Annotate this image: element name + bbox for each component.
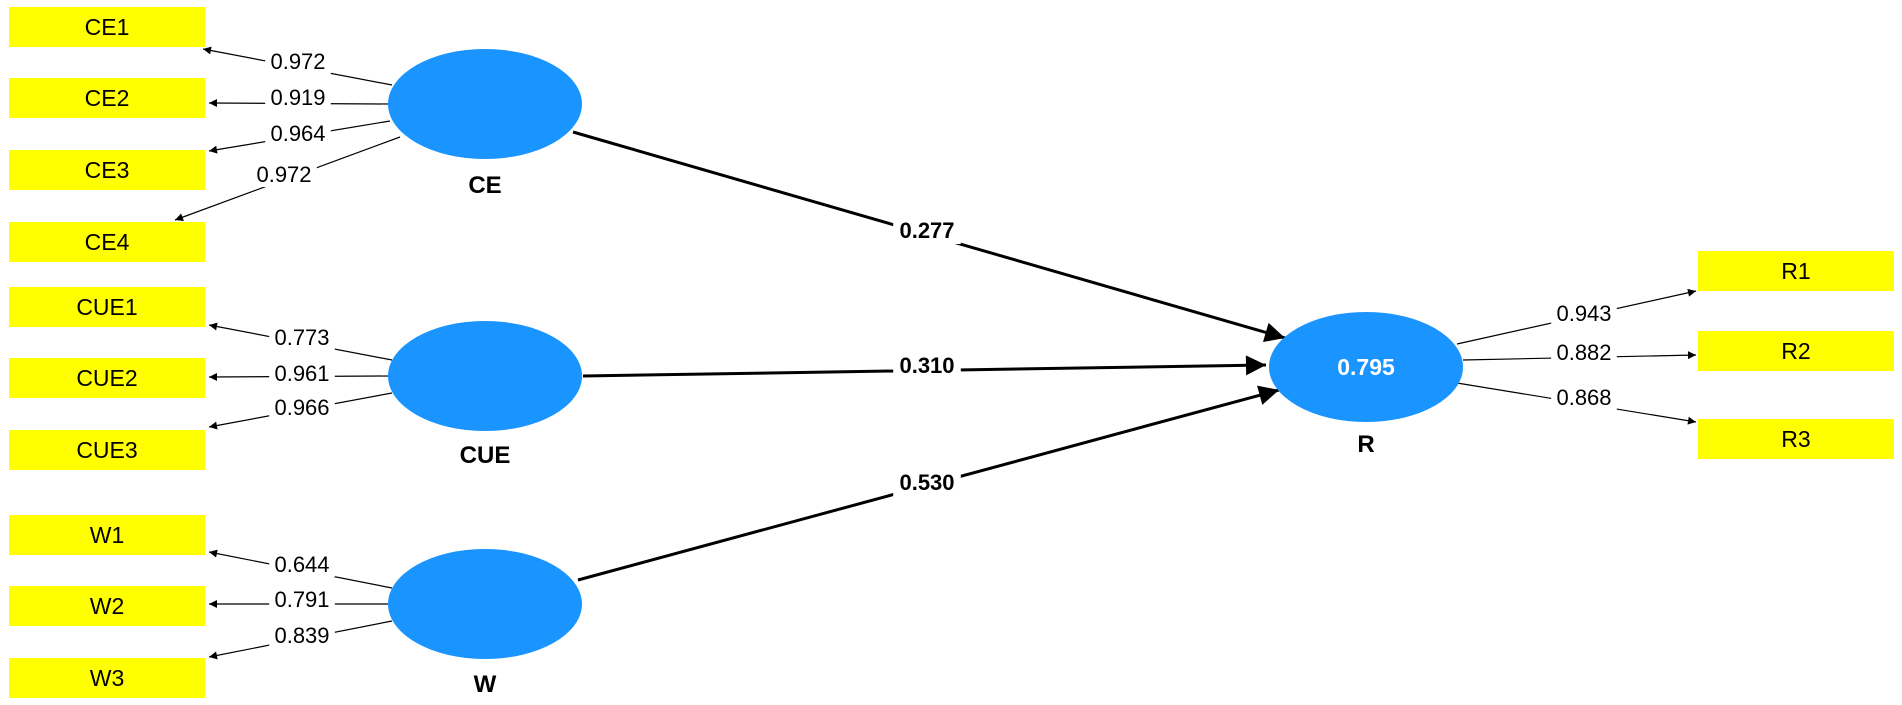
loading-value-w3: 0.839 <box>274 623 329 648</box>
indicator-box-cue3[interactable] <box>9 430 205 470</box>
indicator-label-cue2: CUE2 <box>76 365 137 391</box>
indicator-label-r3: R3 <box>1781 426 1810 452</box>
r-squared-value: 0.795 <box>1337 354 1395 380</box>
loading-label-bg <box>1551 387 1617 410</box>
loading-value-r3: 0.868 <box>1556 385 1611 410</box>
construct-name-r: R <box>1357 431 1374 458</box>
indicator-box-r3[interactable] <box>1698 419 1894 459</box>
indicator-box-ce3[interactable] <box>9 150 205 190</box>
path-coefficient-ce: 0.277 <box>899 218 954 243</box>
indicator-box-r1[interactable] <box>1698 251 1894 291</box>
indicator-box-ce4[interactable] <box>9 222 205 262</box>
path-label-bg <box>893 471 961 496</box>
indicator-label-ce1: CE1 <box>85 14 130 40</box>
loading-value-w1: 0.644 <box>274 552 329 577</box>
loading-value-cue1: 0.773 <box>274 325 329 350</box>
loading-label-bg <box>269 589 335 612</box>
loading-label-bg <box>269 327 335 350</box>
indicator-label-w2: W2 <box>90 593 125 619</box>
loading-label-bg <box>269 363 335 386</box>
indicator-label-ce3: CE3 <box>85 157 130 183</box>
loading-label-bg <box>265 87 331 110</box>
path-coefficient-w: 0.530 <box>899 470 954 495</box>
construct-name-ce: CE <box>468 172 501 199</box>
loading-label-bg <box>269 625 335 648</box>
loading-value-r2: 0.882 <box>1556 340 1611 365</box>
indicator-box-w2[interactable] <box>9 586 205 626</box>
loading-value-w2: 0.791 <box>274 587 329 612</box>
construct-r[interactable] <box>1269 312 1463 422</box>
indicator-box-ce2[interactable] <box>9 78 205 118</box>
construct-ce[interactable] <box>388 49 582 159</box>
indicator-box-cue2[interactable] <box>9 358 205 398</box>
loading-value-r1: 0.943 <box>1556 301 1611 326</box>
loading-value-cue3: 0.966 <box>274 395 329 420</box>
loading-label-bg <box>265 51 331 74</box>
loading-label-bg <box>251 164 317 187</box>
indicator-box-w1[interactable] <box>9 515 205 555</box>
path-coefficient-cue: 0.310 <box>899 353 954 378</box>
construct-cue[interactable] <box>388 321 582 431</box>
loading-label-bg <box>265 123 331 146</box>
loading-value-cue2: 0.961 <box>274 361 329 386</box>
loading-label-bg <box>269 397 335 420</box>
indicator-label-cue1: CUE1 <box>76 294 137 320</box>
indicator-label-r1: R1 <box>1781 258 1810 284</box>
loading-value-ce1: 0.972 <box>270 49 325 74</box>
indicator-label-w3: W3 <box>90 665 125 691</box>
construct-w[interactable] <box>388 549 582 659</box>
path-label-bg <box>893 354 961 379</box>
indicator-box-w3[interactable] <box>9 658 205 698</box>
indicator-label-r2: R2 <box>1781 338 1810 364</box>
indicator-label-ce2: CE2 <box>85 85 130 111</box>
path-label-bg <box>893 219 961 244</box>
indicator-box-ce1[interactable] <box>9 7 205 47</box>
indicator-label-cue3: CUE3 <box>76 437 137 463</box>
indicator-label-w1: W1 <box>90 522 125 548</box>
construct-name-w: W <box>474 671 497 698</box>
loading-value-ce3: 0.964 <box>270 121 325 146</box>
indicator-label-ce4: CE4 <box>85 229 130 255</box>
loading-value-ce4: 0.972 <box>256 162 311 187</box>
construct-name-cue: CUE <box>460 442 511 469</box>
indicator-box-r2[interactable] <box>1698 331 1894 371</box>
indicator-box-cue1[interactable] <box>9 287 205 327</box>
loading-value-ce2: 0.919 <box>270 85 325 110</box>
loading-label-bg <box>1551 303 1617 326</box>
loading-label-bg <box>269 554 335 577</box>
loading-label-bg <box>1551 342 1617 365</box>
